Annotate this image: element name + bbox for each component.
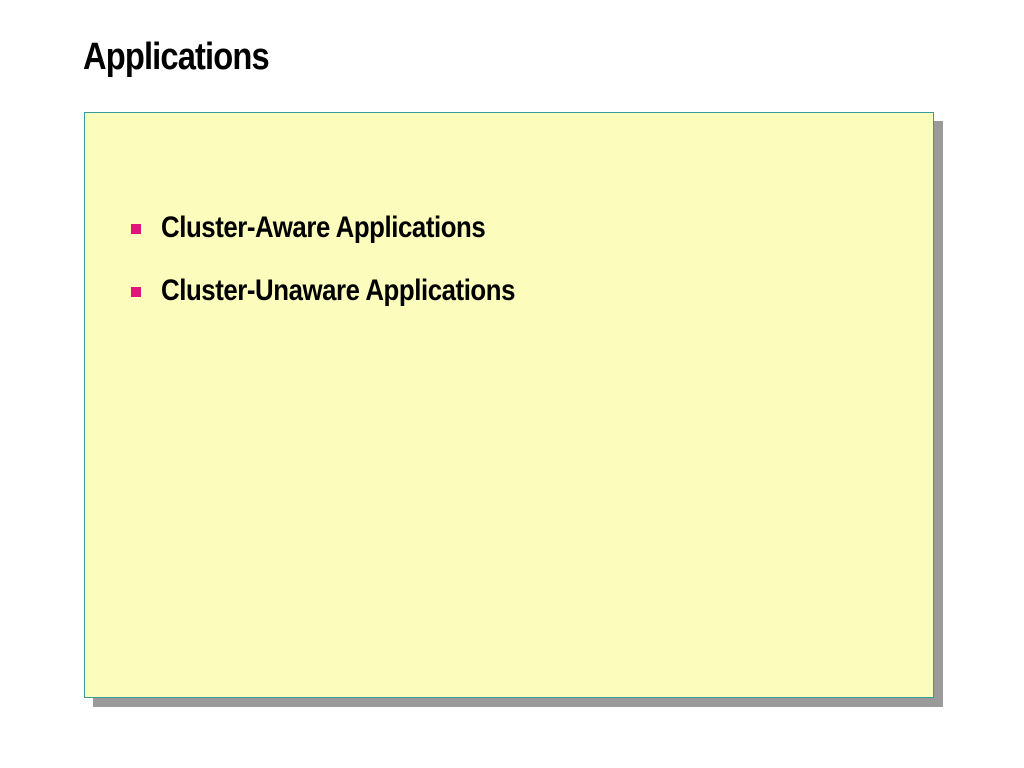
bullet-text: Cluster-Aware Applications xyxy=(161,211,486,244)
content-box: Cluster-Aware Applications Cluster-Unawa… xyxy=(84,112,934,698)
square-bullet-icon xyxy=(131,224,141,234)
square-bullet-icon xyxy=(131,287,141,297)
slide-title: Applications xyxy=(83,36,270,78)
bullet-text: Cluster-Unaware Applications xyxy=(161,274,516,307)
